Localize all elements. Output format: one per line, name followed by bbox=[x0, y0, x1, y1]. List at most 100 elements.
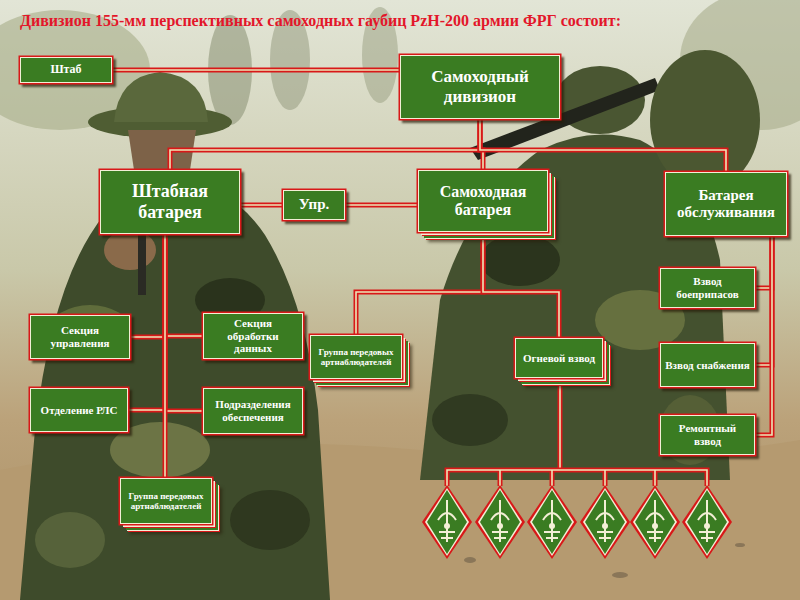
connector-line bbox=[345, 203, 418, 208]
wire bbox=[447, 470, 707, 486]
unit-box: Штабная батарея bbox=[100, 170, 240, 234]
howitzer-symbol bbox=[475, 485, 525, 559]
connector-line bbox=[240, 204, 283, 206]
org-connector bbox=[240, 205, 283, 206]
connector-line bbox=[163, 234, 168, 478]
org-connector bbox=[480, 119, 726, 172]
unit-label: Подразделения обеспечения bbox=[208, 398, 298, 423]
unit-box: Секция управления bbox=[30, 315, 130, 359]
unit-box: Отделение РЛС bbox=[30, 388, 128, 432]
soldier-hand bbox=[104, 230, 156, 270]
unit-label: Секция управления bbox=[35, 324, 125, 349]
camo-spot bbox=[432, 394, 508, 446]
howitzer-symbol bbox=[527, 485, 577, 559]
camo-spot bbox=[480, 234, 560, 286]
connector-line bbox=[480, 119, 726, 172]
org-connector bbox=[345, 205, 418, 206]
unit-box: Штаб bbox=[20, 57, 112, 83]
knife bbox=[138, 225, 146, 295]
connector-line bbox=[240, 203, 283, 208]
unit-label: Упр. bbox=[299, 196, 330, 213]
unit-box: Самоходная батарея bbox=[418, 170, 548, 232]
unit-label: Штаб bbox=[50, 63, 81, 77]
org-connector bbox=[483, 232, 559, 338]
connector-line bbox=[165, 234, 203, 336]
wire bbox=[559, 380, 561, 470]
unit-box: Подразделения обеспечения bbox=[203, 388, 303, 434]
howitzer-symbol bbox=[422, 485, 472, 559]
unit-label: Отделение РЛС bbox=[41, 404, 118, 417]
connector-line bbox=[345, 204, 418, 206]
backpack bbox=[650, 50, 760, 190]
unit-box: Самоходный дивизион bbox=[400, 55, 560, 119]
connector-line bbox=[112, 69, 400, 71]
connector-line bbox=[755, 236, 772, 365]
org-connector bbox=[755, 236, 772, 435]
unit-label: Группа передовых артнаблюдателей bbox=[125, 491, 207, 512]
connector-line bbox=[128, 234, 165, 410]
connector-line bbox=[755, 236, 772, 435]
unit-label: Самоходный дивизион bbox=[405, 67, 555, 106]
unit-box: Группа передовых артнаблюдателей bbox=[310, 335, 402, 379]
connector-line bbox=[165, 234, 203, 411]
unit-label: Взвод снабжения bbox=[665, 359, 749, 372]
wire bbox=[558, 380, 563, 470]
org-connector bbox=[112, 70, 400, 71]
unit-label: Секция обработки данных bbox=[208, 317, 298, 355]
org-connector bbox=[128, 234, 165, 410]
connector-line bbox=[128, 234, 165, 410]
unit-label: Огневой взвод bbox=[523, 352, 595, 365]
connector-line bbox=[755, 236, 772, 288]
unit-label: Ремонтный взвод bbox=[665, 422, 750, 447]
left-soldier-body bbox=[20, 178, 330, 600]
org-connector bbox=[130, 234, 165, 337]
unit-box: Огневой взвод bbox=[515, 338, 603, 378]
org-connector bbox=[755, 236, 772, 288]
connector-line bbox=[170, 119, 480, 170]
org-connector bbox=[165, 234, 203, 411]
connector-line bbox=[356, 232, 483, 335]
connector-line bbox=[165, 234, 203, 411]
boonie-hat bbox=[114, 72, 208, 122]
pebble bbox=[464, 557, 476, 563]
pebble bbox=[735, 543, 745, 547]
connector-line bbox=[356, 232, 483, 335]
wire bbox=[447, 470, 707, 486]
connector-line bbox=[755, 236, 772, 288]
connector-line bbox=[112, 68, 400, 73]
unit-label: Взвод боеприпасов bbox=[665, 275, 750, 300]
unit-box: Секция обработки данных bbox=[203, 313, 303, 359]
unit-box: Батарея обслуживания bbox=[665, 172, 787, 236]
unit-box: Ремонтный взвод bbox=[660, 415, 755, 455]
unit-label: Самоходная батарея bbox=[423, 183, 543, 220]
connector-line bbox=[170, 119, 480, 170]
connector-line bbox=[483, 232, 559, 338]
unit-label: Батарея обслуживания bbox=[670, 187, 782, 222]
connector-line bbox=[130, 234, 165, 337]
connector-line bbox=[164, 234, 166, 478]
camo-spot bbox=[230, 490, 310, 550]
chart-title: Дивизион 155-мм перспективных самоходных… bbox=[20, 12, 790, 30]
howitzer-symbol bbox=[630, 485, 680, 559]
connector-line bbox=[165, 234, 203, 336]
connector-line bbox=[755, 236, 772, 365]
connector-line bbox=[130, 234, 165, 337]
unit-label: Группа передовых артнаблюдателей bbox=[315, 347, 397, 368]
howitzer-symbol bbox=[580, 485, 630, 559]
org-connector bbox=[165, 234, 166, 478]
connector-line bbox=[480, 119, 726, 172]
unit-box: Упр. bbox=[283, 190, 345, 220]
unit-label: Штабная батарея bbox=[105, 181, 235, 222]
camo-spot bbox=[35, 512, 105, 568]
org-connector bbox=[755, 236, 772, 365]
org-connector bbox=[356, 232, 483, 335]
unit-box: Группа передовых артнаблюдателей bbox=[120, 478, 212, 524]
connector-line bbox=[755, 236, 772, 435]
org-connector bbox=[165, 234, 203, 336]
unit-box: Взвод боеприпасов bbox=[660, 268, 755, 308]
pebble bbox=[612, 572, 628, 578]
connector-line bbox=[483, 232, 559, 338]
unit-box: Взвод снабжения bbox=[660, 343, 755, 387]
howitzer-symbol bbox=[682, 485, 732, 559]
